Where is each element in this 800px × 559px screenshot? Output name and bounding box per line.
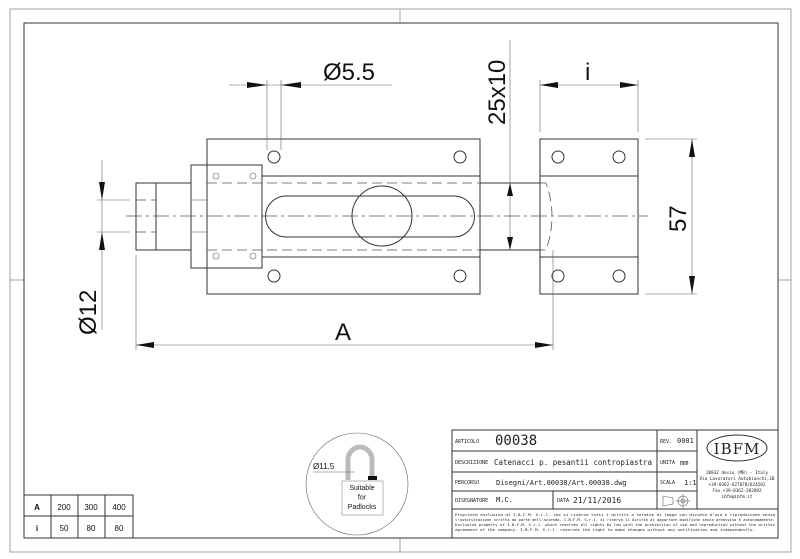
data-value: 21/11/2016 [573,496,621,505]
company-logo-text: IBFM [714,440,761,458]
unita-value: mm [680,459,688,467]
articolo-value: 00038 [495,433,537,449]
unita-label: UNITA [660,460,675,466]
padlock-shackle-icon [345,444,375,480]
dim-keeper-spacing: i [539,59,639,132]
rev-label: REV. [660,439,672,445]
screw-hole [453,150,467,164]
address-line: ibfm@ibfm.it [721,494,752,500]
dim-bolt-section-label: 25x10 [484,60,511,125]
dim-bolt-section: 25x10 [484,40,513,250]
table-cell: 80 [87,524,96,533]
table-cell: 80 [115,524,124,533]
table-header-a: A [34,503,40,512]
padlock-note-line: Suitable [349,485,374,492]
descrizione-value: Catenacci p. pesantii contropiastra [494,458,652,467]
bolt-plate [206,138,481,295]
dim-plate-height: 57 [645,138,697,295]
table-cell: 400 [112,503,126,512]
dim-hole-diameter: Ø5.5 [229,59,392,150]
disclaimer-line: agreement of the company. I.B.F.M. S.r.l… [455,528,755,532]
table-cell: 50 [60,524,69,533]
bolt-guide-bracket [190,164,263,269]
padlock-note-line: Padlocks [348,504,377,511]
projection-symbol-icon [662,494,690,508]
percorso-label: PERCORSO [455,480,479,486]
address-line: Fax +39-0362-302892 [712,488,762,494]
dim-hole-diameter-label: Ø5.5 [323,59,375,86]
scala-value: 1:1 [684,479,697,487]
disegnatore-label: DISEGNATORE [455,498,488,504]
frame-center-marks [10,9,791,552]
bolt-end-knob [135,182,192,251]
dim-plate-height-label: 57 [665,205,692,232]
dim-overall-length-label: A [335,319,351,346]
descrizione-label: DESCRIZIONE [455,460,488,466]
disclaimer-line: Proprietà esclusiva di I.B.F.M. S.r.l. c… [455,513,775,517]
table-cell: 300 [84,503,98,512]
dim-overall-length: A [135,250,554,350]
dim-knob-diameter: Ø12 [75,160,130,335]
data-label: DATA [557,498,569,504]
bolt [207,182,553,251]
percorso-value: Disegni/Art.00038/Art.00038.dwg [496,479,627,487]
address-line: +39-0362-627078/624502 [709,482,766,488]
dim-keeper-spacing-label: i [585,59,590,86]
inner-frame [23,22,779,539]
padlock-diameter-label: Ø11.5 [313,462,335,471]
table-cell: 200 [57,503,71,512]
address-line: 20832 desio (MB) - Italy [706,470,768,476]
screw-hole [267,150,281,164]
company-logo [706,434,768,462]
screw-hole [453,269,467,283]
padlock-note-line: for [358,495,367,502]
padlock-body-icon [341,480,384,516]
padlock-callout: Ø11.5 Suitable for Padlocks [305,432,409,536]
disclaimer-line: l'autorizzazione scritta da parte dell'a… [455,518,775,522]
dim-knob-diameter-label: Ø12 [75,290,102,335]
title-block: ARTICOLO 00038 REV. 0001 DESCRIZIONE Cat… [451,429,779,539]
address-line: Via Lavoratori Autobianchi,1B [699,476,774,482]
bolt-slot [265,195,475,238]
disclaimer-line: Exclusive property of I.B.F.M. S.r.l. wh… [455,523,775,527]
scala-label: SCALA [660,480,675,486]
screw-hole [267,269,281,283]
size-table: A 200 300 400 i 50 80 80 [23,494,134,539]
outer-frame [9,8,792,553]
table-header-i: i [36,524,38,533]
disegnatore-value: M.C. [496,496,513,504]
rev-value: 0001 [677,437,694,445]
keeper-plate [539,138,639,295]
articolo-label: ARTICOLO [455,439,479,445]
